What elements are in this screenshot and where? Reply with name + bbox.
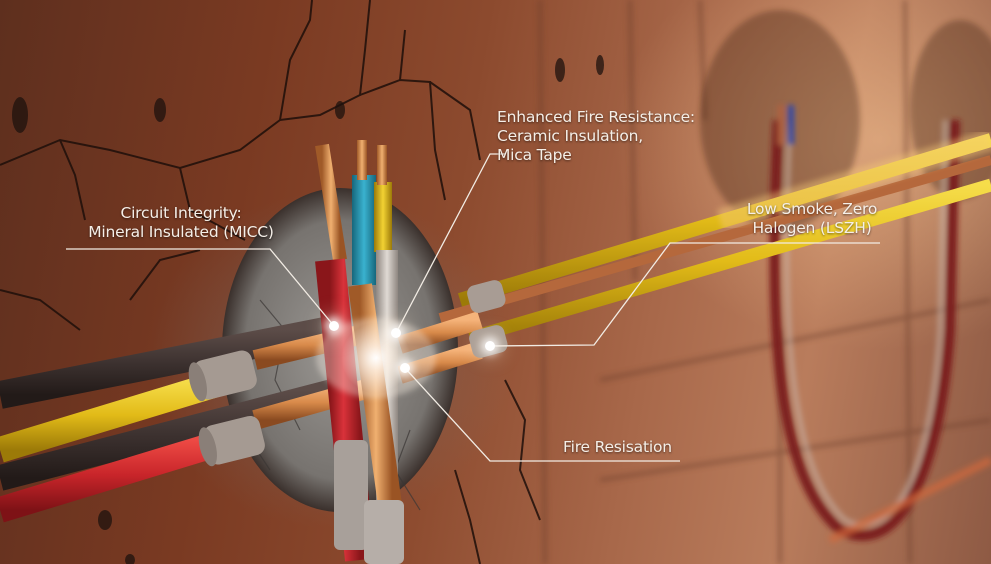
wall-pits	[12, 55, 604, 564]
horizontal-cables-left	[0, 280, 508, 523]
callout-marker-enhanced-fire-resistance	[391, 328, 401, 338]
callout-marker-lszh	[485, 341, 495, 351]
callout-label-circuit-integrity: Circuit Integrity: Mineral Insulated (MI…	[66, 204, 296, 242]
callout-marker-fire-resistance	[400, 363, 410, 373]
callout-line: Ceramic Insulation,	[497, 127, 644, 145]
callout-label-enhanced-fire-resistance: Enhanced Fire Resistance: Ceramic Insula…	[497, 108, 695, 165]
callout-line: Halogen (LSZH)	[752, 219, 872, 237]
callout-leader-lines	[66, 153, 880, 462]
callout-line: Enhanced Fire Resistance:	[497, 108, 695, 126]
callout-line: Mineral Insulated (MICC)	[88, 223, 274, 241]
callout-line: Mica Tape	[497, 146, 572, 164]
horizontal-cable-bundle-right	[438, 129, 991, 345]
callout-label-lszh: Low Smoke, Zero Halogen (LSZH)	[742, 200, 882, 238]
callout-marker-circuit-integrity	[329, 321, 339, 331]
callout-label-fire-resistance: Fire Resisation	[563, 438, 672, 457]
wall-cracks	[0, 0, 541, 564]
callout-line: Circuit Integrity:	[120, 204, 242, 222]
callout-line: Fire Resisation	[563, 438, 672, 456]
callout-line: Low Smoke, Zero	[746, 200, 878, 218]
background-cable-loop	[769, 105, 991, 544]
